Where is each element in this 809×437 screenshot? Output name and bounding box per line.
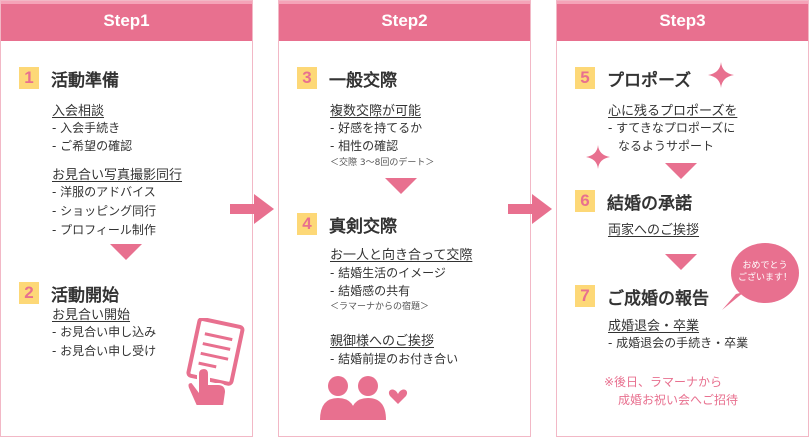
step-number-7: 7 [575,285,595,307]
step2-header: Step2 [279,1,530,41]
list-item: - 成婚退会の手続き・卒業 [608,336,749,350]
subheading-4b: 親御様へのご挨拶 [330,334,435,349]
section-title-7: ご成婚の報告 [607,289,709,309]
step2-panel: Step2 [278,0,531,437]
bubble-line: おめでとう [742,261,788,272]
list-item: - ご希望の確認 [52,139,133,153]
subheading-2a: お見合い開始 [52,308,131,323]
list-item: - 洋服のアドバイス [52,185,156,199]
list-item: - プロフィール制作 [52,223,156,237]
note-text: ＜ラマーナからの宿題＞ [330,302,430,312]
subheading-3a: 複数交際が可能 [330,104,422,119]
list-item: - 結婚生活のイメージ [330,266,446,280]
step3-panel: Step3 [556,0,809,437]
right-arrow-icon [230,194,274,224]
step-number-1: 1 [19,67,39,89]
list-item: - 結婚前提のお付き合い [330,352,459,366]
step-number-3: 3 [297,67,317,89]
people-heart-icon [320,376,408,420]
down-arrow-icon [385,178,417,194]
form-hand-icon [186,318,245,407]
section-title-3: 一般交際 [329,71,397,91]
subheading-6a: 両家へのご挨拶 [608,223,700,238]
subheading-1b: お見合い写真撮影同行 [52,168,183,183]
footnote-line: 成婚お祝い会へご招待 [618,393,739,407]
section-title-5: プロポーズ [607,71,692,91]
list-item: - 相性の確認 [330,139,399,153]
subheading-1a: 入会相談 [52,104,105,119]
section-title-6: 結婚の承諾 [607,194,692,214]
subheading-4a: お一人と向き合って交際 [330,248,473,263]
list-item: - 好感を持てるか [330,121,423,135]
note-text: ＜交際 3～8回のデート＞ [330,158,435,168]
step1-panel: Step1 [0,0,253,437]
down-arrow-icon [110,244,142,260]
bubble-tail [722,292,744,310]
right-arrow-icon [508,194,552,224]
section-title-2: 活動開始 [51,286,119,306]
congrats-bubble: おめでとう ございます！ [731,243,799,303]
sparkle-icon [586,145,610,169]
step1-header: Step1 [1,1,252,41]
list-item: - 入会手続き [52,121,121,135]
section-title-4: 真剣交際 [329,217,397,237]
step3-header: Step3 [557,1,808,41]
step-number-6: 6 [575,190,595,212]
step-number-4: 4 [297,213,317,235]
down-arrow-icon [665,163,697,179]
list-item: - お見合い申し受け [52,344,157,358]
list-item: - お見合い申し込み [52,325,157,339]
step-number-2: 2 [19,282,39,304]
list-item: - ショッピング同行 [52,204,157,218]
list-item: - 結婚感の共有 [330,284,411,298]
footnote-line: ※後日、ラマーナから [604,375,723,389]
subheading-7a: 成婚退会・卒業 [608,319,700,334]
list-item: なるようサポート [618,139,715,153]
list-item: - すてきなプロポーズに [608,121,736,135]
subheading-5a: 心に残るプロポーズを [608,104,738,119]
section-title-1: 活動準備 [51,71,119,91]
bubble-line: ございます！ [737,273,792,283]
sparkle-icon [708,62,734,88]
down-arrow-icon [665,254,697,270]
step-number-5: 5 [575,67,595,89]
